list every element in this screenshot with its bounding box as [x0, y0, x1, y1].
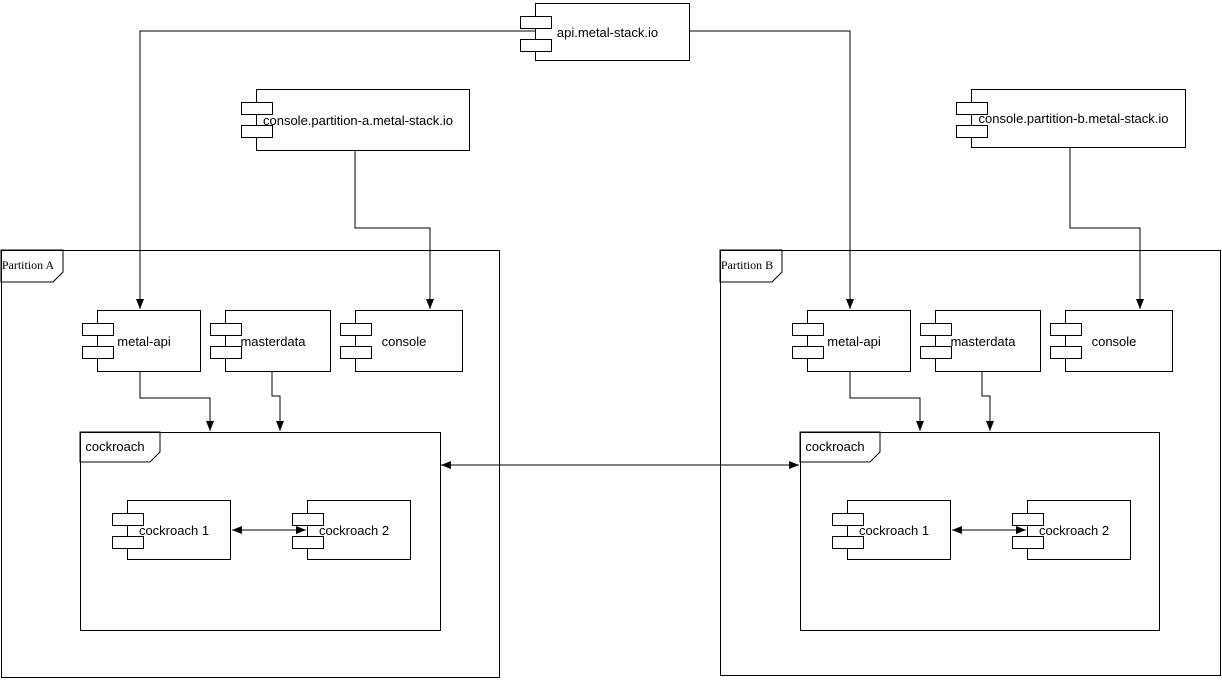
component-tab-icon — [956, 102, 988, 115]
component-tab-icon — [920, 346, 952, 359]
component-metal-api-a: metal-api — [82, 310, 201, 372]
component-tab-icon — [210, 323, 242, 336]
component-tab-icon — [520, 16, 552, 29]
edge-metal-api-b-to-cockroach-b — [849, 372, 924, 431]
cockroach-group-a — [80, 432, 441, 631]
component-tab-icon — [340, 346, 372, 359]
cockroach-group-a-label: cockroach — [85, 439, 145, 454]
component-cockroach1-a: cockroach 1 — [112, 500, 231, 560]
component-label: masterdata — [240, 333, 306, 349]
cockroach-group-b — [800, 432, 1160, 631]
component-tab-icon — [241, 102, 273, 115]
edge-masterdata-b-to-cockroach-b — [981, 372, 994, 431]
component-tab-icon — [520, 39, 552, 52]
component-tab-icon — [1012, 536, 1044, 549]
component-console-a: console — [340, 310, 463, 372]
edge-api-to-metal-api-a — [136, 30, 535, 309]
component-tab-icon — [292, 536, 324, 549]
edge-console-b-to-console — [1069, 148, 1144, 309]
component-tab-icon — [340, 323, 372, 336]
edge-metal-api-a-to-cockroach-a — [139, 372, 214, 431]
component-label: console.partition-a.metal-stack.io — [262, 112, 454, 128]
partition-b-label: Partition B — [720, 258, 774, 272]
component-label: console — [381, 333, 427, 349]
component-tab-icon — [832, 536, 864, 549]
component-tab-icon — [792, 323, 824, 336]
component-tab-icon — [1012, 513, 1044, 526]
component-tab-icon — [832, 513, 864, 526]
component-cockroach2-b: cockroach 2 — [1012, 500, 1131, 560]
component-cockroach1-b: cockroach 1 — [832, 500, 951, 560]
component-label: metal-api — [827, 333, 881, 349]
component-cockroach2-a: cockroach 2 — [292, 500, 411, 560]
component-label: console.partition-b.metal-stack.io — [978, 111, 1169, 126]
component-label: cockroach 2 — [318, 522, 390, 538]
component-tab-icon — [241, 125, 273, 138]
component-tab-icon — [920, 323, 952, 336]
edge-api-to-metal-api-b — [690, 30, 854, 309]
component-tab-icon — [210, 346, 242, 359]
component-label: api.metal-stack.io — [556, 24, 659, 40]
component-api-metal-stack-io: api.metal-stack.io — [520, 3, 690, 61]
component-tab-icon — [82, 346, 114, 359]
component-masterdata-b: masterdata — [920, 310, 1041, 372]
cockroach-group-b-label: cockroach — [805, 439, 865, 454]
edge-console-a-to-console — [354, 151, 434, 309]
component-tab-icon — [1050, 323, 1082, 336]
component-tab-icon — [112, 536, 144, 549]
component-tab-icon — [956, 125, 988, 138]
component-tab-icon — [1050, 346, 1082, 359]
component-tab-icon — [792, 346, 824, 359]
component-tab-icon — [112, 513, 144, 526]
partition-a-label: Partition A — [1, 258, 55, 272]
component-label: cockroach 1 — [138, 522, 210, 538]
component-console-b: console — [1050, 310, 1173, 372]
component-masterdata-a: masterdata — [210, 310, 331, 372]
component-tab-icon — [292, 513, 324, 526]
edge-masterdata-a-to-cockroach-a — [271, 372, 284, 431]
component-label: cockroach 1 — [858, 522, 930, 538]
component-label: masterdata — [950, 333, 1016, 349]
component-label: console — [1091, 333, 1137, 349]
component-label: cockroach 2 — [1038, 522, 1110, 538]
component-tab-icon — [82, 323, 114, 336]
component-console-partition-b: console.partition-b.metal-stack.io — [956, 89, 1186, 148]
component-metal-api-b: metal-api — [792, 310, 911, 372]
component-label: metal-api — [117, 333, 171, 349]
component-console-partition-a: console.partition-a.metal-stack.io — [241, 89, 470, 151]
